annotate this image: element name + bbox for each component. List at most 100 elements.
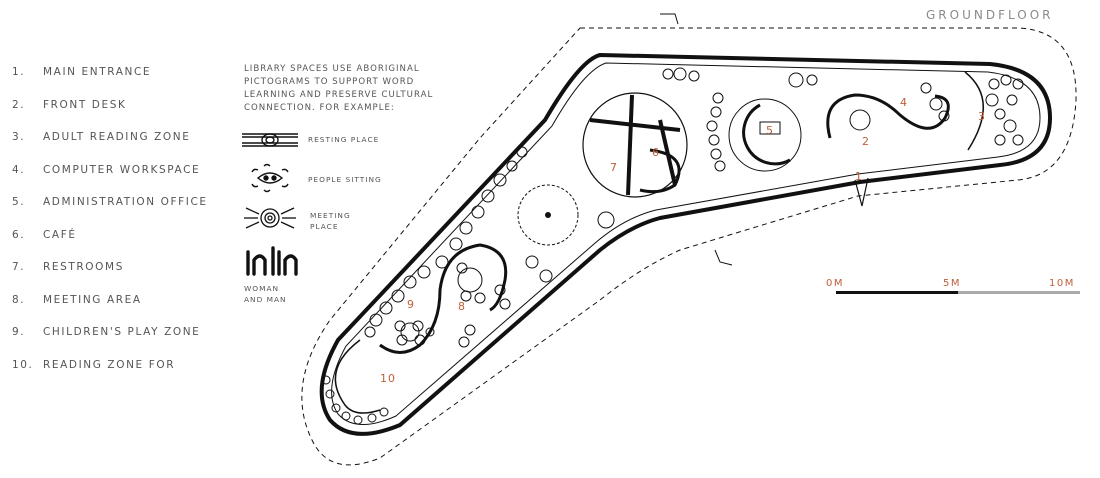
- seat-circle: [379, 407, 389, 417]
- legend-number: 1.: [12, 66, 26, 78]
- seat-circle: [539, 269, 553, 283]
- seat-circle: [712, 92, 724, 104]
- seat-circle: [394, 320, 406, 332]
- legend-number: 3.: [12, 131, 26, 143]
- north-marker: [660, 13, 679, 25]
- room-number-label: 2: [862, 135, 870, 148]
- legend-item: 3.ADULT READING ZONE: [12, 131, 208, 164]
- scale-label-start: 0M: [826, 278, 844, 289]
- zone-3-wall: [964, 71, 984, 151]
- people-sitting-icon: [251, 163, 289, 193]
- seat-circle: [1006, 94, 1018, 106]
- room-number-label: 3: [978, 110, 986, 123]
- seat-circle: [341, 411, 351, 421]
- seat-circle: [417, 265, 431, 279]
- seat-circle: [499, 298, 511, 310]
- seat-circle: [425, 327, 435, 337]
- legend-label: ADMINISTRATION OFFICE: [43, 196, 208, 208]
- seat-circle: [456, 262, 468, 274]
- seat-circle: [1012, 78, 1024, 90]
- seat-circle: [988, 78, 1000, 90]
- picto-label-meeting: MEETING PLACE: [310, 210, 351, 232]
- legend-item: 7.RESTROOMS: [12, 261, 208, 294]
- seat-circle: [460, 290, 472, 302]
- admin-office-outer: [728, 98, 802, 172]
- seat-circle: [414, 334, 426, 346]
- legend-item: 4.COMPUTER WORKSPACE: [12, 164, 208, 197]
- legend-item: 2. FRONT DESK: [12, 99, 208, 132]
- seat-circle: [710, 106, 722, 118]
- seat-circle: [367, 413, 377, 423]
- cafe-partition: [589, 94, 681, 196]
- seat-circle: [708, 134, 720, 146]
- seat-circle: [464, 324, 476, 336]
- picto-label-woman-man-line1: WOMAN: [244, 284, 280, 293]
- play-table: [400, 322, 420, 342]
- legend-item: 9. CHILDREN'S PLAY ZONE: [12, 326, 208, 359]
- pictogram-intro: Library spaces use Aboriginal pictograms…: [244, 64, 434, 113]
- seat-circle: [994, 108, 1006, 120]
- seat-circle: [985, 93, 999, 107]
- cafe-room: [582, 92, 688, 198]
- picto-label-resting: RESTING PLACE: [308, 135, 380, 144]
- seat-circle: [481, 189, 495, 203]
- picto-label-sitting: PEOPLE SITTING: [308, 175, 382, 184]
- legend-item: 5. ADMINISTRATION OFFICE: [12, 196, 208, 229]
- legend-item: 6. CAFÉ: [12, 229, 208, 262]
- legend-number: 5.: [12, 196, 26, 208]
- seat-circle: [673, 67, 687, 81]
- seat-circle: [471, 205, 485, 219]
- legend-number: 9.: [12, 326, 26, 338]
- staircase-core: [545, 212, 551, 218]
- seat-circle: [331, 403, 341, 413]
- legend-label: CAFÉ: [43, 228, 77, 241]
- seat-circle: [494, 284, 506, 296]
- seat-circle: [688, 70, 700, 82]
- room-number-label: 4: [900, 96, 908, 109]
- legend-number: 10.: [12, 358, 34, 371]
- scale-label-end: 10M: [1049, 278, 1075, 289]
- legend-item: 8.MEETING AREA: [12, 294, 208, 327]
- room-number-label: 7: [610, 161, 618, 174]
- seat-circle: [325, 389, 335, 399]
- seat-circle: [353, 415, 363, 425]
- front-desk-round: [849, 109, 871, 131]
- legend-label: FRONT DESK: [43, 98, 127, 111]
- woman-and-man-icon: [246, 246, 298, 276]
- seat-circle: [493, 173, 507, 187]
- seat-circle: [396, 334, 408, 346]
- building-outer-wall: [319, 52, 1053, 436]
- corner-marker: [714, 249, 733, 266]
- legend-number: 2.: [12, 98, 26, 111]
- seat-circle: [459, 221, 473, 235]
- picto-label-woman-man: WOMAN AND MAN: [244, 283, 287, 305]
- room-number-label: 8: [458, 300, 466, 313]
- legend-label: COMPUTER WORKSPACE: [43, 163, 201, 176]
- seat-circle: [435, 255, 449, 269]
- legend-label: RESTROOMS: [43, 261, 124, 273]
- seat-circle: [662, 68, 674, 80]
- seat-circle: [920, 82, 932, 94]
- front-desk: [826, 93, 950, 139]
- meeting-place-icon: [244, 207, 296, 229]
- room-number-label: 1: [855, 170, 863, 183]
- seat-circle: [321, 375, 331, 385]
- building-inner-wall: [331, 62, 1041, 425]
- children-table: [457, 267, 483, 293]
- seating-circles: [321, 67, 1024, 425]
- seat-circle: [597, 211, 615, 229]
- legend-number: 6.: [12, 228, 26, 241]
- site-boundary: [301, 27, 1077, 466]
- seat-circle: [706, 120, 718, 132]
- seat-circle: [525, 255, 539, 269]
- children-zone-wall: [379, 243, 508, 354]
- picto-label-meeting-line2: PLACE: [310, 222, 339, 231]
- seat-circle: [369, 313, 383, 327]
- legend-label: MEETING AREA: [43, 293, 142, 306]
- picto-label-meeting-line1: MEETING: [310, 211, 351, 220]
- seat-circle: [403, 275, 417, 289]
- legend-label: CHILDREN'S PLAY ZONE: [43, 326, 201, 338]
- admin-desk: [759, 121, 781, 135]
